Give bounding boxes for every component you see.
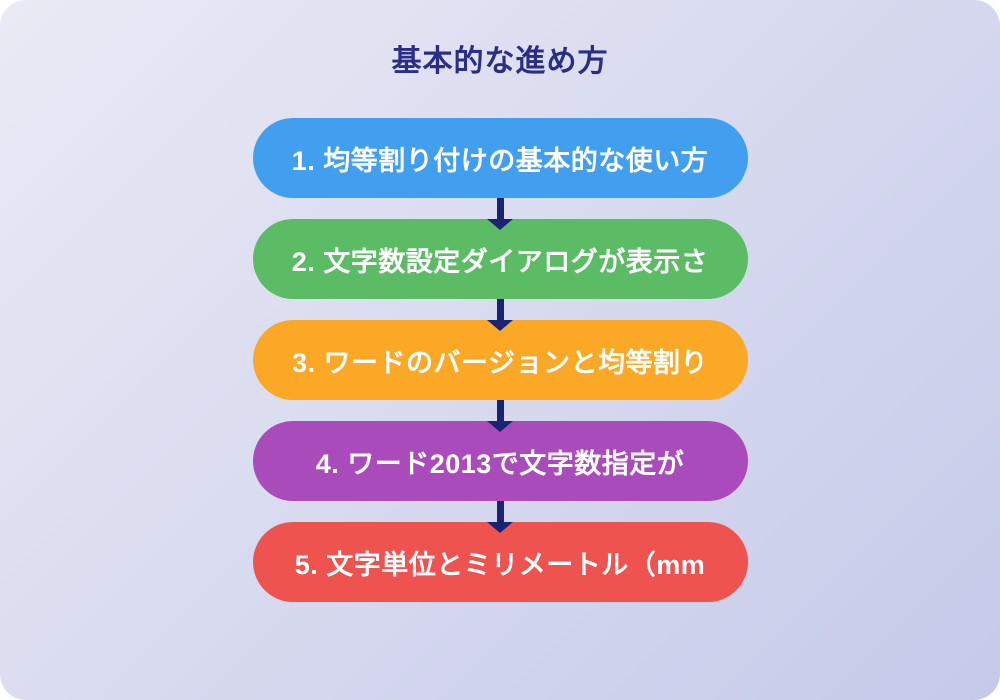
flow-step-3: 3. ワードのバージョンと均等割り: [252, 320, 748, 400]
step-label: 4. ワード2013で文字数指定が: [315, 448, 685, 479]
step-label: 1. 均等割り付けの基本的な使い方: [291, 145, 709, 176]
step-label: 3. ワードのバージョンと均等割り: [292, 347, 708, 378]
flow-step-5: 5. 文字単位とミリメートル（mm: [252, 522, 748, 602]
page-title: 基本的な進め方: [391, 45, 609, 78]
flow-diagram: 1. 均等割り付けの基本的な使い方 2. 文字数設定ダイアログが表示さ 3. ワ…: [0, 118, 1000, 602]
down-arrow-icon: [496, 501, 504, 522]
flow-step-1: 1. 均等割り付けの基本的な使い方: [252, 118, 748, 198]
down-arrow-icon: [496, 299, 504, 320]
flow-step-2: 2. 文字数設定ダイアログが表示さ: [252, 219, 748, 299]
down-arrow-icon: [496, 400, 504, 421]
step-label: 5. 文字単位とミリメートル（mm: [294, 549, 706, 580]
step-label: 2. 文字数設定ダイアログが表示さ: [291, 246, 709, 277]
flow-step-4: 4. ワード2013で文字数指定が: [252, 421, 748, 501]
down-arrow-icon: [496, 198, 504, 219]
